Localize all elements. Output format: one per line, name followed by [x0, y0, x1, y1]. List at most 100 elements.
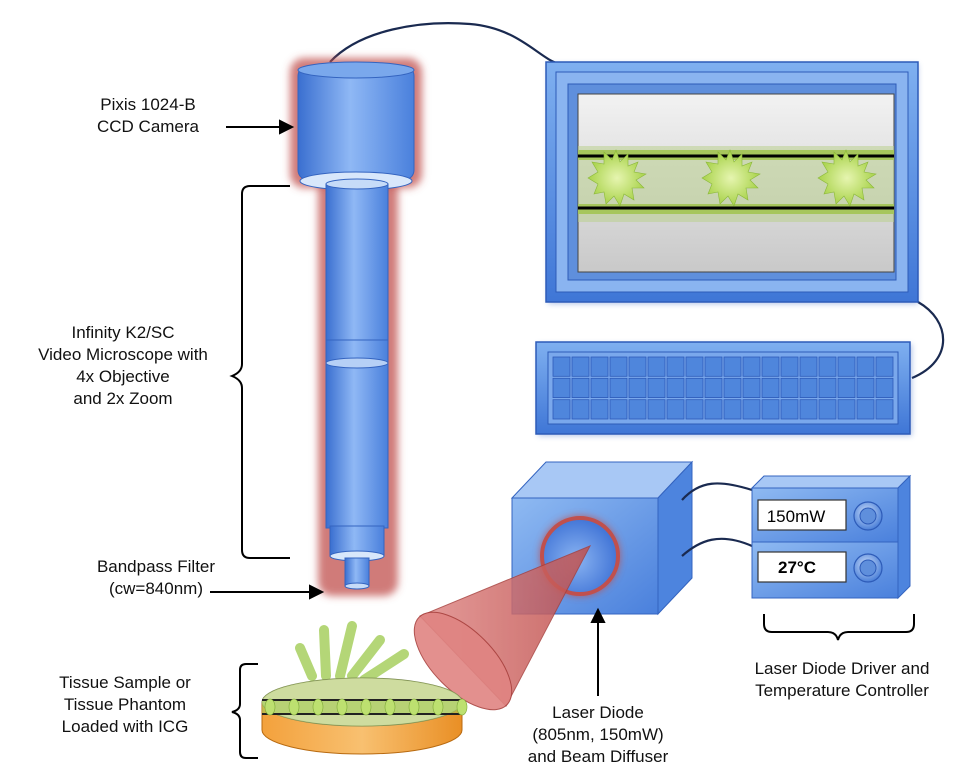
keyboard-key [875, 377, 894, 398]
controller-bracket [763, 614, 915, 641]
keyboard-key [818, 356, 837, 377]
keyboard-key [628, 356, 647, 377]
keyboard-key [628, 399, 647, 420]
keyboard-key [761, 399, 780, 420]
keyboard-key [856, 399, 875, 420]
fluorescent-marker [336, 698, 348, 716]
temperature-readout: 27°C [778, 558, 816, 577]
keyboard-cable [911, 301, 945, 380]
keyboard-key [742, 399, 761, 420]
filter-label: Bandpass Filter (cw=840nm) [66, 556, 246, 600]
keyboard-key [590, 356, 609, 377]
keyboard-key [742, 356, 761, 377]
keyboard-key [875, 356, 894, 377]
fluorescent-marker [288, 698, 300, 716]
keyboard-key [666, 356, 685, 377]
keyboard-key [609, 399, 628, 420]
controller-label-line: Temperature Controller [755, 681, 929, 700]
keyboard-key [723, 356, 742, 377]
keyboard-key [666, 399, 685, 420]
fluorescent-marker [312, 698, 324, 716]
keyboard-key [837, 356, 856, 377]
filter-label-line: (cw=840nm) [108, 579, 203, 598]
keyboard-key [552, 356, 571, 377]
laser-beam-cone [413, 545, 592, 711]
keyboard-key [856, 377, 875, 398]
keyboard-key [818, 377, 837, 398]
keyboard-key [552, 399, 571, 420]
laser-label: Laser Diode (805nm, 150mW) and Beam Diff… [508, 702, 688, 768]
microscope-label-line: and 2x Zoom [73, 389, 173, 408]
laser-label-line: Laser Diode [552, 703, 644, 722]
microscope-label-line: Infinity K2/SC [71, 323, 175, 342]
keyboard-key [685, 377, 704, 398]
keyboard-key [647, 399, 666, 420]
keyboard-key [685, 399, 704, 420]
keyboard-key [571, 377, 590, 398]
keyboard-key [780, 399, 799, 420]
filter-arrowhead [309, 584, 325, 600]
keyboard-key [666, 377, 685, 398]
microscope-label-line: Video Microscope with [38, 345, 208, 364]
keyboard-key [780, 356, 799, 377]
filter-label-line: Bandpass Filter [96, 557, 216, 576]
camera-arrowhead [279, 119, 295, 135]
keyboard-key [799, 356, 818, 377]
fluorescent-marker [456, 698, 468, 716]
laser-arrowhead [590, 607, 606, 623]
keyboard-key [818, 399, 837, 420]
keyboard-key [856, 356, 875, 377]
keyboard-key [609, 356, 628, 377]
tissue-label-line: Tissue Phantom [63, 695, 187, 714]
fluorescent-marker [360, 698, 372, 716]
controller-label: Laser Diode Driver and Temperature Contr… [726, 658, 958, 702]
fluorescence-spot [817, 149, 877, 207]
fluorescence-spot [587, 149, 647, 207]
keyboard-key [761, 377, 780, 398]
keyboard-key [628, 377, 647, 398]
laser-label-line: (805nm, 150mW) [532, 725, 664, 744]
keyboard-key [571, 356, 590, 377]
fluorescence-rays [295, 621, 409, 685]
tissue-label: Tissue Sample or Tissue Phantom Loaded w… [30, 672, 220, 738]
camera-cable [329, 22, 561, 66]
controller-cable [681, 537, 753, 557]
fluorescent-marker [384, 698, 396, 716]
tissue-bracket [231, 663, 258, 759]
tissue-label-line: Tissue Sample or [59, 673, 191, 692]
fluorescent-marker [264, 698, 276, 716]
ccd-camera [297, 61, 415, 191]
keyboard-key [875, 399, 894, 420]
fluorescent-marker [432, 698, 444, 716]
laser-diode-controller: 150mW 27°C [750, 474, 912, 600]
keyboard-key [685, 356, 704, 377]
pointer-arrows [210, 119, 606, 696]
keyboard-key [647, 377, 666, 398]
keyboard-key [704, 356, 723, 377]
keyboard-key [552, 377, 571, 398]
keyboard-key [761, 356, 780, 377]
controller-label-line: Laser Diode Driver and [754, 659, 930, 678]
keyboard-key [590, 399, 609, 420]
controller-cable [681, 482, 753, 501]
brackets [229, 185, 915, 759]
keyboard-key [837, 399, 856, 420]
tissue-label-line: Loaded with ICG [61, 717, 189, 736]
keyboard-key [571, 399, 590, 420]
keyboard-key [704, 377, 723, 398]
keyboard-key [723, 399, 742, 420]
keyboard-key [799, 399, 818, 420]
keyboard-key [742, 377, 761, 398]
keyboard-key [780, 377, 799, 398]
keyboard-key [590, 377, 609, 398]
camera-label-line: Pixis 1024-B [100, 95, 196, 114]
video-microscope [325, 178, 389, 590]
tissue-sample [261, 621, 468, 755]
fluorescent-marker [408, 698, 420, 716]
microscope-label-line: 4x Objective [76, 367, 170, 386]
keyboard [535, 341, 912, 436]
laser-label-line: and Beam Diffuser [527, 747, 669, 766]
keyboard-key [723, 377, 742, 398]
